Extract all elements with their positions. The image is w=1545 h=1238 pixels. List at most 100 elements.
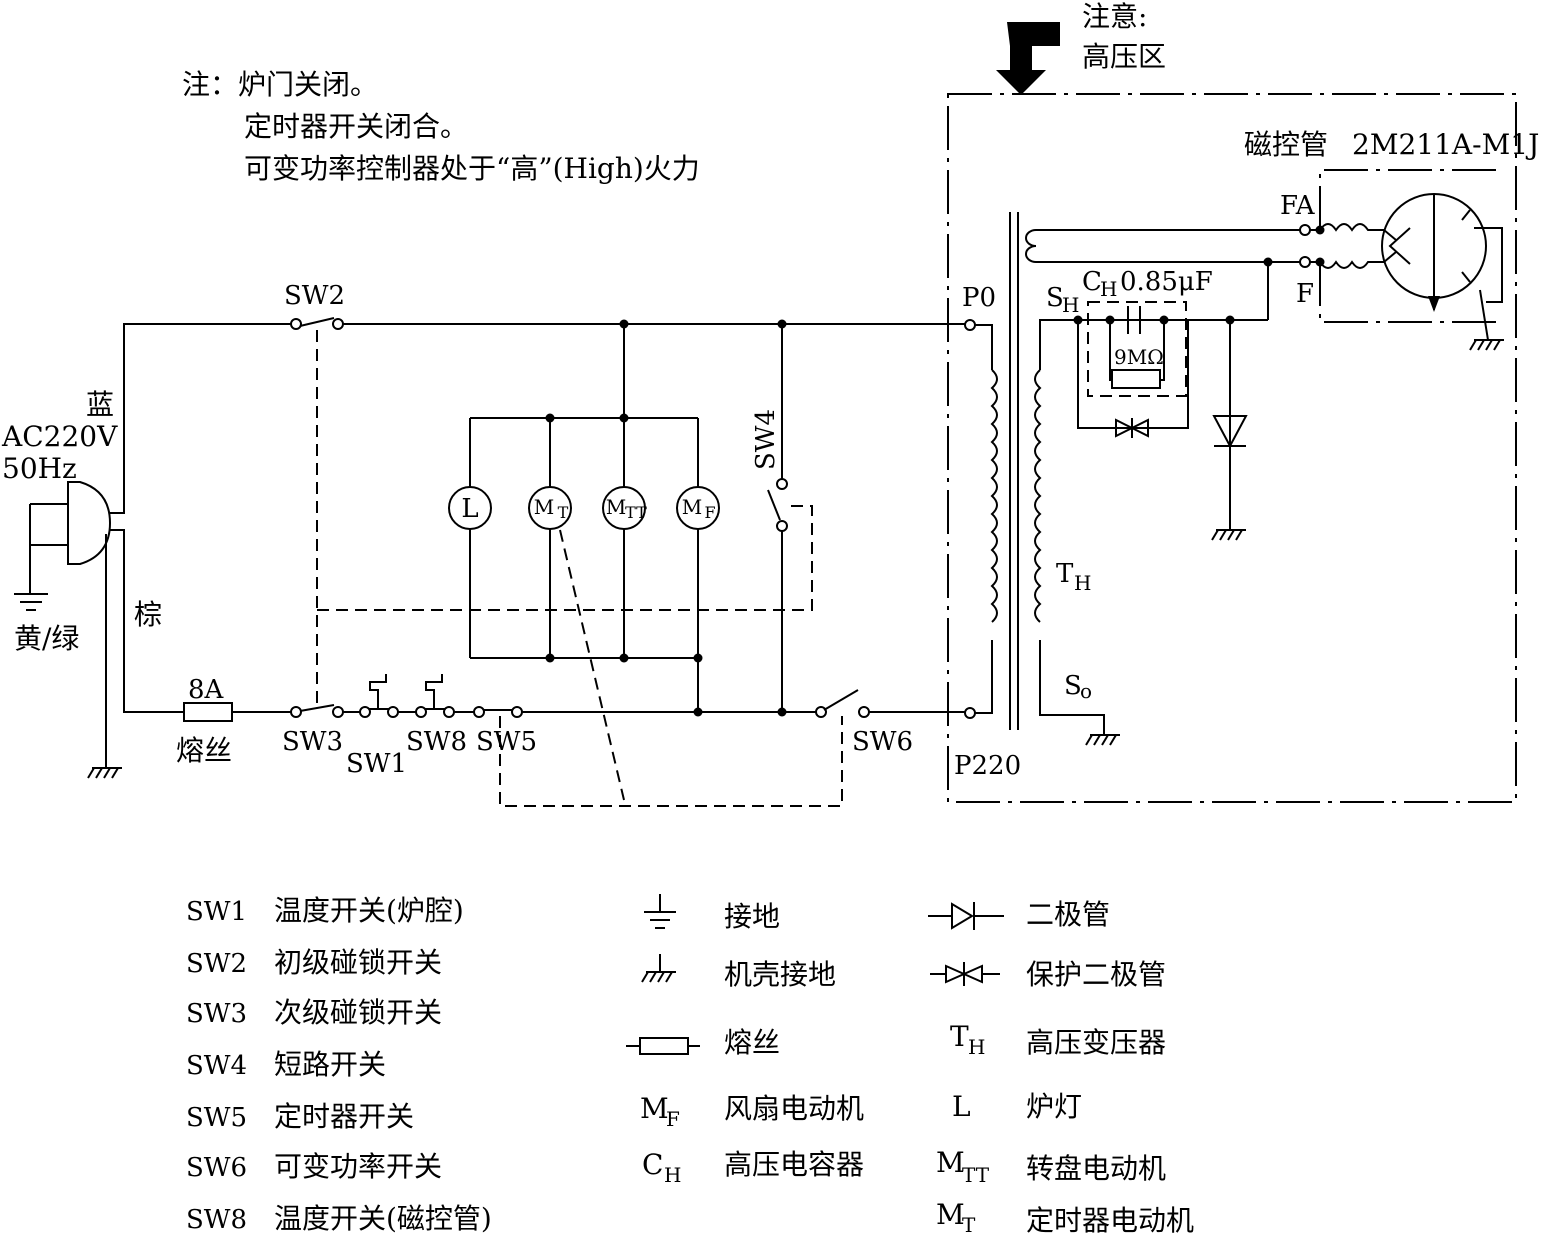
legend-sw-code: SW3 — [186, 999, 247, 1029]
chassis-ground-icon — [87, 767, 122, 779]
choke-coil-icon — [1319, 260, 1384, 269]
f-label: F — [1296, 279, 1314, 309]
sw6-blade — [823, 689, 859, 711]
protection-diode-icon — [930, 962, 1000, 986]
chassis-ground-icon — [641, 954, 676, 983]
legend-symbol-code: L — [952, 1090, 971, 1123]
so-label: S — [1064, 671, 1082, 701]
sw3-contact-icon — [290, 706, 302, 718]
sw8-contact-icon — [443, 706, 455, 718]
legend-symbol-desc: 炉灯 — [1026, 1090, 1082, 1123]
protection-diode-icon — [1115, 418, 1149, 438]
legend-sw-desc: 温度开关(炉腔) — [274, 894, 464, 927]
p220-label: P220 — [954, 751, 1021, 781]
magnetron-label: 磁控管 — [1244, 128, 1328, 161]
f-terminal-icon — [1299, 256, 1311, 268]
warning-label: 注意: — [1082, 0, 1147, 33]
fuse-icon — [183, 702, 233, 722]
chassis-ground-icon — [1085, 734, 1120, 746]
power-input: 蓝 AC220V 50Hz 棕 黄/绿 — [1, 323, 292, 779]
legend-sw-desc: 短路开关 — [274, 1048, 386, 1081]
sw2-blade — [299, 317, 335, 327]
resistor-label: 9MΩ — [1114, 345, 1164, 369]
sw1-thermal-icon — [369, 674, 387, 709]
legend-symbol-sub: F — [666, 1107, 680, 1131]
bottom-rail: SW3 SW1 SW8 SW5 SW6 — [282, 674, 976, 779]
warning-arrow-icon — [996, 22, 1060, 95]
legend-sw-desc: 初级碰锁开关 — [274, 946, 442, 979]
load-branches: L M T M TT M F SW4 — [448, 324, 788, 717]
sw8-thermal-icon — [425, 674, 443, 709]
magnetron: 磁控管 2M211A-M1J FA F — [1244, 128, 1539, 351]
legend-sw-code: SW1 — [186, 897, 247, 927]
legend-sw-desc: 定时器开关 — [274, 1100, 414, 1133]
capacitor-sub: H — [1100, 277, 1117, 301]
legend-symbol-desc: 定时器电动机 — [1026, 1204, 1194, 1237]
lamp-icon — [448, 486, 492, 530]
timer-motor-sub: T — [558, 503, 569, 522]
sw4-label: SW4 — [751, 409, 781, 470]
chassis-ground-icon — [1211, 529, 1246, 541]
legend-symbol-code: C — [642, 1148, 663, 1181]
fan-motor-label: M — [682, 495, 702, 519]
turntable-motor-icon — [602, 486, 646, 530]
legend-symbol-desc: 熔丝 — [724, 1026, 780, 1059]
fuse: 8A 熔丝 — [176, 675, 292, 767]
turntable-motor-sub: TT — [625, 503, 647, 522]
notes: 注：炉门关闭。 定时器开关闭合。 可变功率控制器处于“高”(High)火力 — [182, 68, 700, 185]
legend-symbol-sub: T — [962, 1213, 976, 1237]
capacitor-label: C — [1082, 267, 1102, 297]
wire-blue-label: 蓝 — [86, 388, 114, 421]
capacitor-value: 0.85μF — [1120, 267, 1213, 297]
sw3-contact-icon — [332, 706, 344, 718]
frequency-label: 50Hz — [2, 452, 77, 485]
sw1-label: SW1 — [346, 749, 407, 779]
p220-terminal-icon — [964, 707, 976, 719]
timer-motor-label: M — [534, 495, 554, 519]
secondary-coil-icon — [1034, 369, 1042, 623]
p0-label: P0 — [962, 283, 996, 313]
p0-terminal-icon — [964, 319, 976, 331]
sw4-contact-icon — [776, 478, 788, 490]
fuse-label: 熔丝 — [176, 734, 232, 767]
sw2-contact-icon — [332, 318, 344, 330]
note-title: 注：炉门关闭。 — [182, 68, 378, 101]
fa-label: FA — [1280, 191, 1316, 221]
legend-sw-code: SW5 — [186, 1103, 247, 1133]
legend-symbol-desc: 高压变压器 — [1026, 1026, 1166, 1059]
sw2-label: SW2 — [284, 281, 345, 311]
legend-symbol-sub: TT — [962, 1163, 990, 1187]
legend-sw-code: SW8 — [186, 1205, 247, 1235]
legend-symbol-desc: 机壳接地 — [724, 958, 836, 991]
th-label: T — [1056, 559, 1074, 589]
legend-sw-code: SW4 — [186, 1051, 247, 1081]
lamp-label: L — [461, 494, 478, 524]
high-voltage-warning: 注意: 高压区 — [996, 0, 1166, 95]
legend-sw-code: SW6 — [186, 1153, 247, 1183]
sw5-contact-icon — [511, 706, 523, 718]
fan-motor-sub: F — [704, 503, 715, 522]
mechanical-linkages — [316, 330, 843, 807]
sw6-contact-icon — [815, 706, 827, 718]
legend-symbols-middle: 接地 机壳接地 熔丝 M F 风扇电动机 C H 高压电容器 — [626, 894, 864, 1187]
sw8-label: SW8 — [406, 727, 467, 757]
diode-icon — [928, 902, 1004, 930]
warning-zone: 高压区 — [1082, 40, 1166, 73]
note-line-3: 可变功率控制器处于“高”(High)火力 — [244, 152, 700, 185]
legend-symbol-desc: 高压电容器 — [724, 1148, 864, 1181]
sw1-contact-icon — [359, 706, 371, 718]
sw6-label: SW6 — [852, 727, 913, 757]
sw4-blade — [767, 489, 781, 521]
sw2-contact-icon — [290, 318, 302, 330]
sw1-contact-icon — [387, 706, 399, 718]
high-voltage-zone-box — [947, 93, 1517, 803]
filament-winding-icon — [1025, 229, 1300, 263]
wire-ground-label: 黄/绿 — [14, 622, 79, 655]
earth-ground-icon — [14, 593, 48, 611]
sw8-contact-icon — [415, 706, 427, 718]
wire-brown-label: 棕 — [134, 598, 162, 631]
sw6-contact-icon — [858, 706, 870, 718]
legend-sw-desc: 温度开关(磁控管) — [274, 1202, 492, 1235]
legend-symbol-desc: 保护二极管 — [1026, 958, 1166, 991]
